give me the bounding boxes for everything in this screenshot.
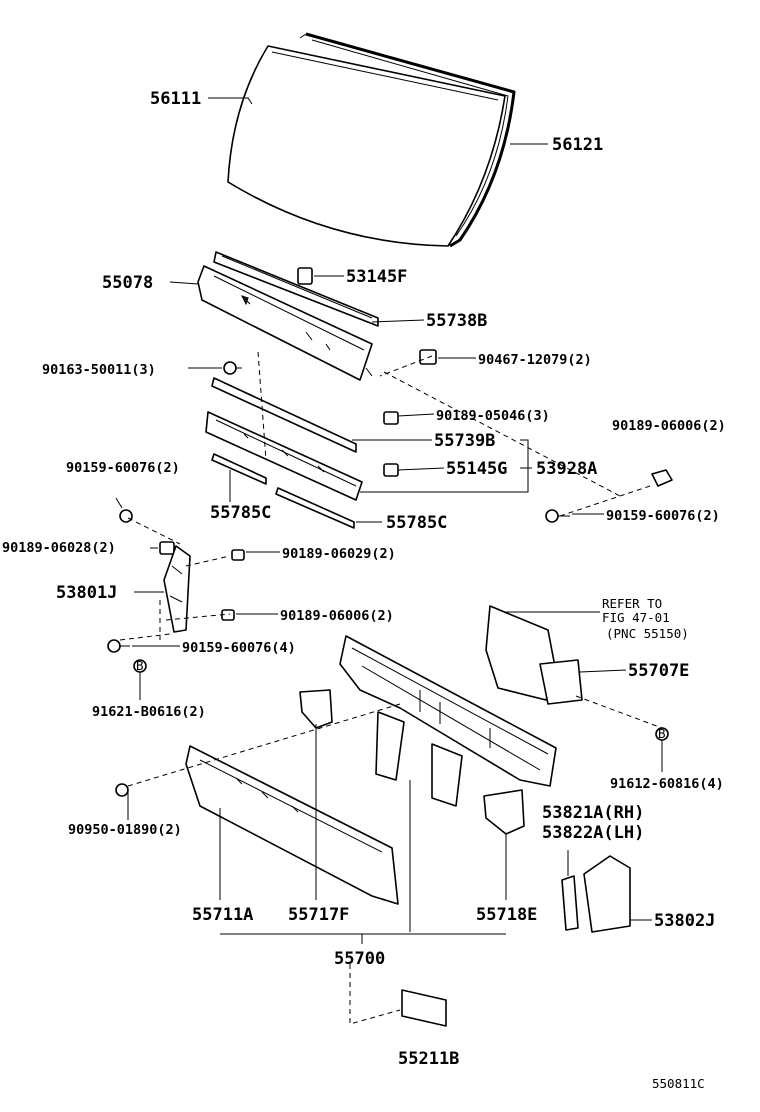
label-55211b: 55211B [398,1049,459,1069]
dashed-lines [119,351,663,1025]
cowl-lower-panel [185,745,399,905]
cover-53802j [583,855,631,933]
label-53821a: 53821A(RH) [542,803,644,823]
label-90159-lower: 90159-60076(4) [182,640,296,656]
label-53822a: 53822A(LH) [542,823,644,843]
label-90189-06028: 90189-06028(2) [2,540,116,556]
leader-lines [127,97,663,944]
seal-strips [211,453,355,529]
bracket-55718e [483,789,525,835]
label-90189-06006-left: 90189-06006(2) [280,608,394,624]
bolt-90159-right [545,509,570,523]
label-55078: 55078 [102,273,153,293]
strip-53821a [561,875,579,931]
label-56111: 56111 [150,89,201,109]
nut-90189-06028 [159,541,175,555]
label-90467: 90467-12079(2) [478,352,592,368]
label-53801j: 53801J [56,583,117,603]
label-90189-06006-right: 90189-06006(2) [612,418,726,434]
nut-90189-06029 [231,549,245,561]
diagram-id: 550811C [652,1076,705,1091]
label-55785c-right: 55785C [386,513,447,533]
label-refer-line3: (PNC 55150) [606,626,689,641]
label-56121: 56121 [552,135,603,155]
lower-cowl-panel [205,411,363,501]
label-55707e: 55707E [628,661,689,681]
label-90159-left: 90159-60076(2) [66,460,180,476]
label-55711a: 55711A [192,905,253,925]
bracket-53801j [163,545,191,633]
clip-90189-05046 [383,411,399,425]
label-55739b: 55739B [434,431,495,451]
label-53802j: 53802J [654,911,715,931]
label-91612: 91612-60816(4) [610,776,724,792]
windshield-molding [299,32,516,248]
label-90159-right: 90159-60076(2) [606,508,720,524]
label-refer-line2: FIG 47-01 [602,610,670,625]
windshield-glass [227,45,506,247]
nut-90950 [115,783,129,797]
label-55717f: 55717F [288,905,349,925]
cowl-top-panel [197,265,373,381]
clip-55145G [383,463,399,477]
pad-55211b [401,989,447,1027]
label-90189-05046: 90189-05046(3) [436,408,550,424]
bolt-90159-lower [107,639,130,653]
label-53145f: 53145F [346,267,407,287]
marker-b-left-letter: B [136,658,144,673]
marker-b-right-letter: B [658,726,666,741]
label-55785c-left: 55785C [210,503,271,523]
clip-53145f [297,267,313,285]
label-55700: 55700 [334,949,385,969]
panel-55707e [485,605,583,705]
label-55718e: 55718E [476,905,537,925]
screw-90163 [223,361,242,375]
cowl-body-assembly [339,635,557,807]
cowl-strip-upper [213,251,379,327]
cowl-strip-lower [211,377,357,453]
label-90189-06029: 90189-06029(2) [282,546,396,562]
label-91621: 91621-B0616(2) [92,704,206,720]
nut-90189-06006-right [651,469,673,487]
label-90950: 90950-01890(2) [68,822,182,838]
bracket-55717f [299,689,333,729]
label-90163: 90163-50011(3) [42,362,156,378]
part-labels: 56111 56121 55078 53145F 55738B 90163-50… [2,89,726,1091]
label-55145g: 55145G [446,459,507,479]
label-53928a: 53928A [536,459,597,479]
label-55738b: 55738B [426,311,487,331]
label-refer-line1: REFER TO [602,596,662,611]
clip-90467 [419,349,437,365]
